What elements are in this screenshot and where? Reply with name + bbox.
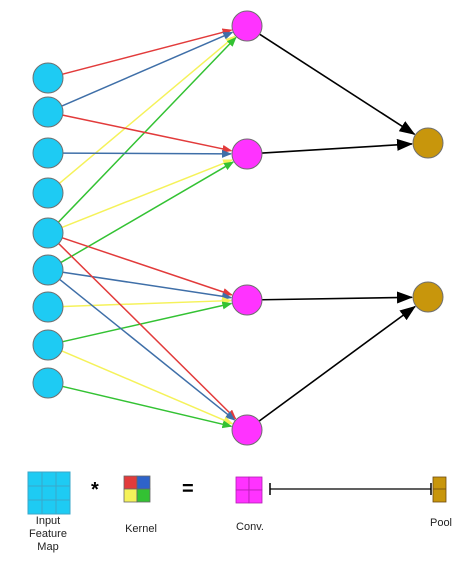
input-map-cell-1-1 [41,485,57,501]
pool-edges [258,33,416,422]
pool-node-1 [412,127,444,159]
kernel-edge-red-8 [61,237,233,296]
kernel-cell-0-1 [136,475,151,490]
input-node-7 [32,291,64,323]
input-node-1 [32,62,64,94]
kernel-edge-green-7 [60,161,235,264]
kernel-cell-0-0 [123,475,138,490]
kernel-edge-yellow-2 [59,35,236,184]
times-operator: * [91,479,99,501]
equals-operator: = [182,478,194,500]
conv-cell-0-0 [235,476,250,491]
kernel-edges [57,28,237,429]
input-map-cell-2-0 [27,499,43,515]
input-node-2 [32,96,64,128]
conv-cell-0-1 [248,476,263,491]
kernel-edge-blue-9 [62,271,233,301]
input-map-cell-1-0 [27,485,43,501]
conv-cell-1-0 [235,489,250,504]
kernel-label: Kernel [125,523,157,535]
input-node-9 [32,367,64,399]
kernel-edge-green-11 [62,301,233,343]
pool-edge-0 [259,33,416,135]
input-node-5 [32,217,64,249]
conv-node-4 [231,414,263,446]
input-node-3 [32,137,64,169]
conv-node-1 [231,10,263,42]
input-map-cell-2-1 [41,499,57,515]
input-node-4 [32,177,64,209]
input-layer [32,62,64,399]
conv-node-2 [231,138,263,170]
input-node-6 [32,254,64,286]
pool-label: Pool [429,517,453,529]
input-map-cell-2-2 [55,499,71,515]
input-map-cell-0-0 [27,471,43,487]
kernel-edge-yellow-6 [61,159,234,229]
input-map-cell-1-2 [55,485,71,501]
kernel-edge-red-4 [62,114,233,153]
pool-layer [412,127,444,313]
pool-node-2 [412,281,444,313]
pool-edge-3 [258,305,416,422]
kernel-cell-1-1 [136,488,151,503]
pool-cell [432,476,447,503]
kernel-edge-red-12 [58,243,237,420]
input-label-line-2: Feature [29,528,67,540]
kernel-icon [123,475,151,503]
kernel-edge-green-15 [62,385,233,429]
kernel-edge-red-0 [62,28,233,75]
conv-layer [231,10,263,446]
kernel-edge-yellow-14 [61,350,234,425]
kernel-cell-1-0 [123,488,138,503]
conv-node-3 [231,284,263,316]
kernel-edge-green-3 [57,36,237,223]
input-feature-map-icon [27,471,71,515]
conv-icon [235,476,263,504]
input-feature-map-label: Input Feature Map [20,515,76,554]
kernel-edge-blue-1 [61,31,234,107]
pool-icon [269,476,447,503]
input-map-cell-0-2 [55,471,71,487]
input-map-cell-0-1 [41,471,57,487]
kernel-edge-blue-5 [62,149,233,158]
kernel-edge-blue-13 [59,278,236,421]
input-node-8 [32,329,64,361]
input-label-line-1: Input [35,515,61,527]
input-label-line-3: Map [37,541,59,553]
pool-edge-2 [261,291,414,304]
pool-edge-1 [261,138,414,154]
conv-cell-1-1 [248,489,263,504]
conv-label: Conv. [236,521,264,533]
